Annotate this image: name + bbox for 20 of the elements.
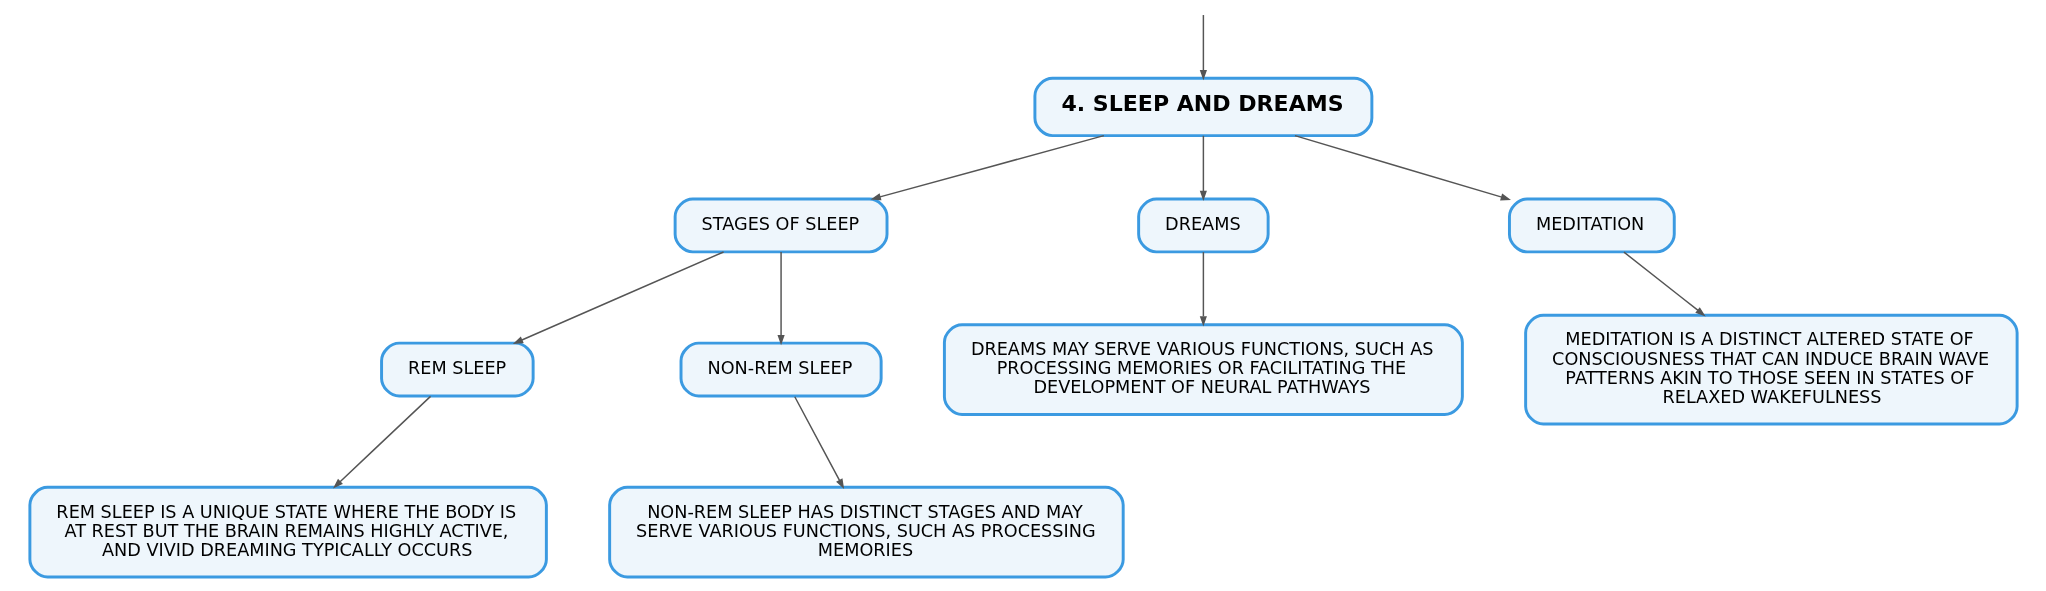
node-box: REM SLEEP xyxy=(379,341,535,398)
arrow xyxy=(1199,251,1207,327)
node-box: NON-REM SLEEP xyxy=(679,341,883,398)
node-box: DREAMS xyxy=(1136,197,1270,254)
arrow xyxy=(1622,251,1706,317)
arrow xyxy=(793,396,844,490)
arrow xyxy=(512,251,724,344)
node-box: NON-REM SLEEP HAS DISTINCT STAGES AND MAY SERVE VARIOUS FUNCTIONS, SUCH AS PROCESSING MEMORIES xyxy=(607,485,1125,579)
node-box: REM SLEEP IS A UNIQUE STATE WHERE THE BODY IS AT REST BUT THE BRAIN REMAINS HIGHLY ACTIVE, AND VIVID DREAMING TYPICALLY OCCURS xyxy=(27,485,548,579)
arrow xyxy=(1199,135,1207,201)
node-box: 4. SLEEP AND DREAMS xyxy=(1032,76,1373,138)
node-box: MEDITATION xyxy=(1507,197,1676,254)
node-box: DREAMS MAY SERVE VARIOUS FUNCTIONS, SUCH AS PROCESSING MEMORIES OR FACILITATING THE DEVELOPMENT OF NEURAL PATHWAYS xyxy=(942,323,1464,416)
arrow xyxy=(870,134,1105,201)
arrow xyxy=(1293,134,1511,201)
node-box: MEDITATION IS A DISTINCT ALTERED STATE OF CONSCIOUSNESS THAT CAN INDUCE BRAIN WAVE PATTERNS AKIN TO THOSE SEEN IN STATES OF RELAXED WAKEFULNESS xyxy=(1523,313,2019,426)
arrow xyxy=(776,251,785,346)
node-box: STAGES OF SLEEP xyxy=(673,197,888,254)
arrow xyxy=(1199,14,1207,81)
arrow xyxy=(332,395,431,489)
